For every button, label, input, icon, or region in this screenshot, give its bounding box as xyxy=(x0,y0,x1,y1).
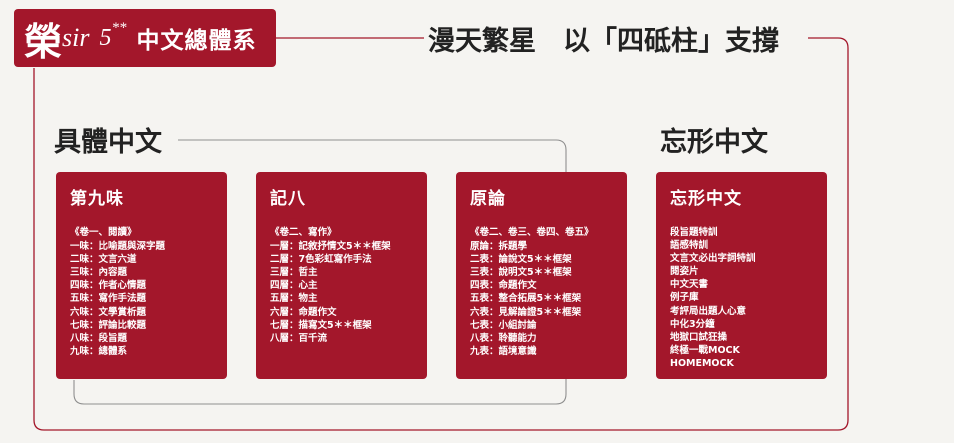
list-item: 七味：評論比較題 xyxy=(70,319,147,331)
logo-five-star: 5** xyxy=(99,20,126,52)
list-item: HOMEMOCK xyxy=(670,357,734,369)
list-item: 八味：段旨題 xyxy=(70,332,128,344)
card-list: 《卷二、卷三、卷四、卷五》 原論：拆題學 二表：論說文5＊＊框架 三表：說明文5… xyxy=(470,226,627,358)
brand-logo: 榮 sir 5** 中文總體系 xyxy=(14,9,276,67)
list-item: 四味：作者心情題 xyxy=(70,280,147,292)
list-item: 六味：文學賞析題 xyxy=(70,306,147,318)
card-formless-chinese: 忘形中文 段旨題特訓 語感特訓 文言文必出字詞特訓 閱姿片 中文天書 例子庫 考… xyxy=(656,172,827,379)
list-item: 七表：小組討論 xyxy=(470,319,537,331)
card-title: 第九味 xyxy=(70,189,124,209)
list-item: 八表：聆聽能力 xyxy=(470,332,537,344)
list-item: 中文天書 xyxy=(670,279,709,291)
list-item: 終極一戰MOCK xyxy=(670,344,740,356)
list-item: 《卷二、卷三、卷四、卷五》 xyxy=(470,227,594,238)
card-record-eight: 記八 《卷二、寫作》 一層：記敘抒情文5＊＊框架 二層：7色彩虹寫作手法 三層：… xyxy=(256,172,427,379)
card-list: 《卷一、閱讀》 一味：比喻題與深字題 二味：文言六道 三味：內容題 四味：作者心… xyxy=(70,226,227,358)
tagline: 漫天繁星 以「四砥柱」支撐 xyxy=(424,19,783,59)
list-item: 七層：描寫文5＊＊框架 xyxy=(270,319,372,331)
list-item: 文言文必出字詞特訓 xyxy=(670,253,756,265)
card-list: 《卷二、寫作》 一層：記敘抒情文5＊＊框架 二層：7色彩虹寫作手法 三層：哲主 … xyxy=(270,226,427,345)
list-item: 二層：7色彩虹寫作手法 xyxy=(270,254,372,266)
list-item: 六表：見解論證5＊＊框架 xyxy=(470,306,582,318)
list-item: 四層：心主 xyxy=(270,280,318,292)
list-item: 五層：物主 xyxy=(270,293,318,305)
card-list: 段旨題特訓 語感特訓 文言文必出字詞特訓 閱姿片 中文天書 例子庫 考評局出題人… xyxy=(670,226,827,370)
list-item: 中化3分鐘 xyxy=(670,318,715,330)
logo-stars: ** xyxy=(111,20,127,36)
card-ninth-flavor: 第九味 《卷一、閱讀》 一味：比喻題與深字題 二味：文言六道 三味：內容題 四味… xyxy=(56,172,227,379)
list-item: 地獄口試狂操 xyxy=(670,331,728,343)
list-item: 例子庫 xyxy=(670,292,699,304)
list-item: 九味：總體系 xyxy=(70,345,128,357)
logo-system-title: 中文總體系 xyxy=(136,27,257,54)
list-item: 五味：寫作手法題 xyxy=(70,293,147,305)
list-item: 二表：論說文5＊＊框架 xyxy=(470,254,572,266)
list-item: 段旨題特訓 xyxy=(670,227,718,238)
list-item: 語感特訓 xyxy=(670,240,709,252)
list-item: 九表：語境意識 xyxy=(470,345,537,357)
list-item: 三味：內容題 xyxy=(70,267,128,279)
section-title-formless: 忘形中文 xyxy=(656,120,772,159)
list-item: 一層：記敘抒情文5＊＊框架 xyxy=(270,241,391,253)
list-item: 六層：命題作文 xyxy=(270,306,337,318)
list-item: 三表：說明文5＊＊框架 xyxy=(470,267,572,279)
card-title: 忘形中文 xyxy=(670,189,742,209)
card-original-theory: 原論 《卷二、卷三、卷四、卷五》 原論：拆題學 二表：論說文5＊＊框架 三表：說… xyxy=(456,172,627,379)
list-item: 一味：比喻題與深字題 xyxy=(70,241,166,253)
card-title: 原論 xyxy=(470,189,506,209)
card-title: 記八 xyxy=(270,189,306,209)
list-item: 八層：百千流 xyxy=(270,332,328,344)
logo-five: 5 xyxy=(99,25,112,51)
list-item: 《卷二、寫作》 xyxy=(270,227,337,238)
list-item: 《卷一、閱讀》 xyxy=(70,227,137,238)
section-title-concrete: 具體中文 xyxy=(50,120,166,159)
list-item: 原論：拆題學 xyxy=(470,241,528,253)
logo-sir-text: sir xyxy=(62,23,90,52)
list-item: 考評局出題人心意 xyxy=(670,305,747,317)
logo-mark: 榮 xyxy=(24,18,62,64)
list-item: 四表：命題作文 xyxy=(470,280,537,292)
list-item: 二味：文言六道 xyxy=(70,254,137,266)
list-item: 五表：整合拓展5＊＊框架 xyxy=(470,293,582,305)
list-item: 閱姿片 xyxy=(670,266,699,278)
list-item: 三層：哲主 xyxy=(270,267,318,279)
